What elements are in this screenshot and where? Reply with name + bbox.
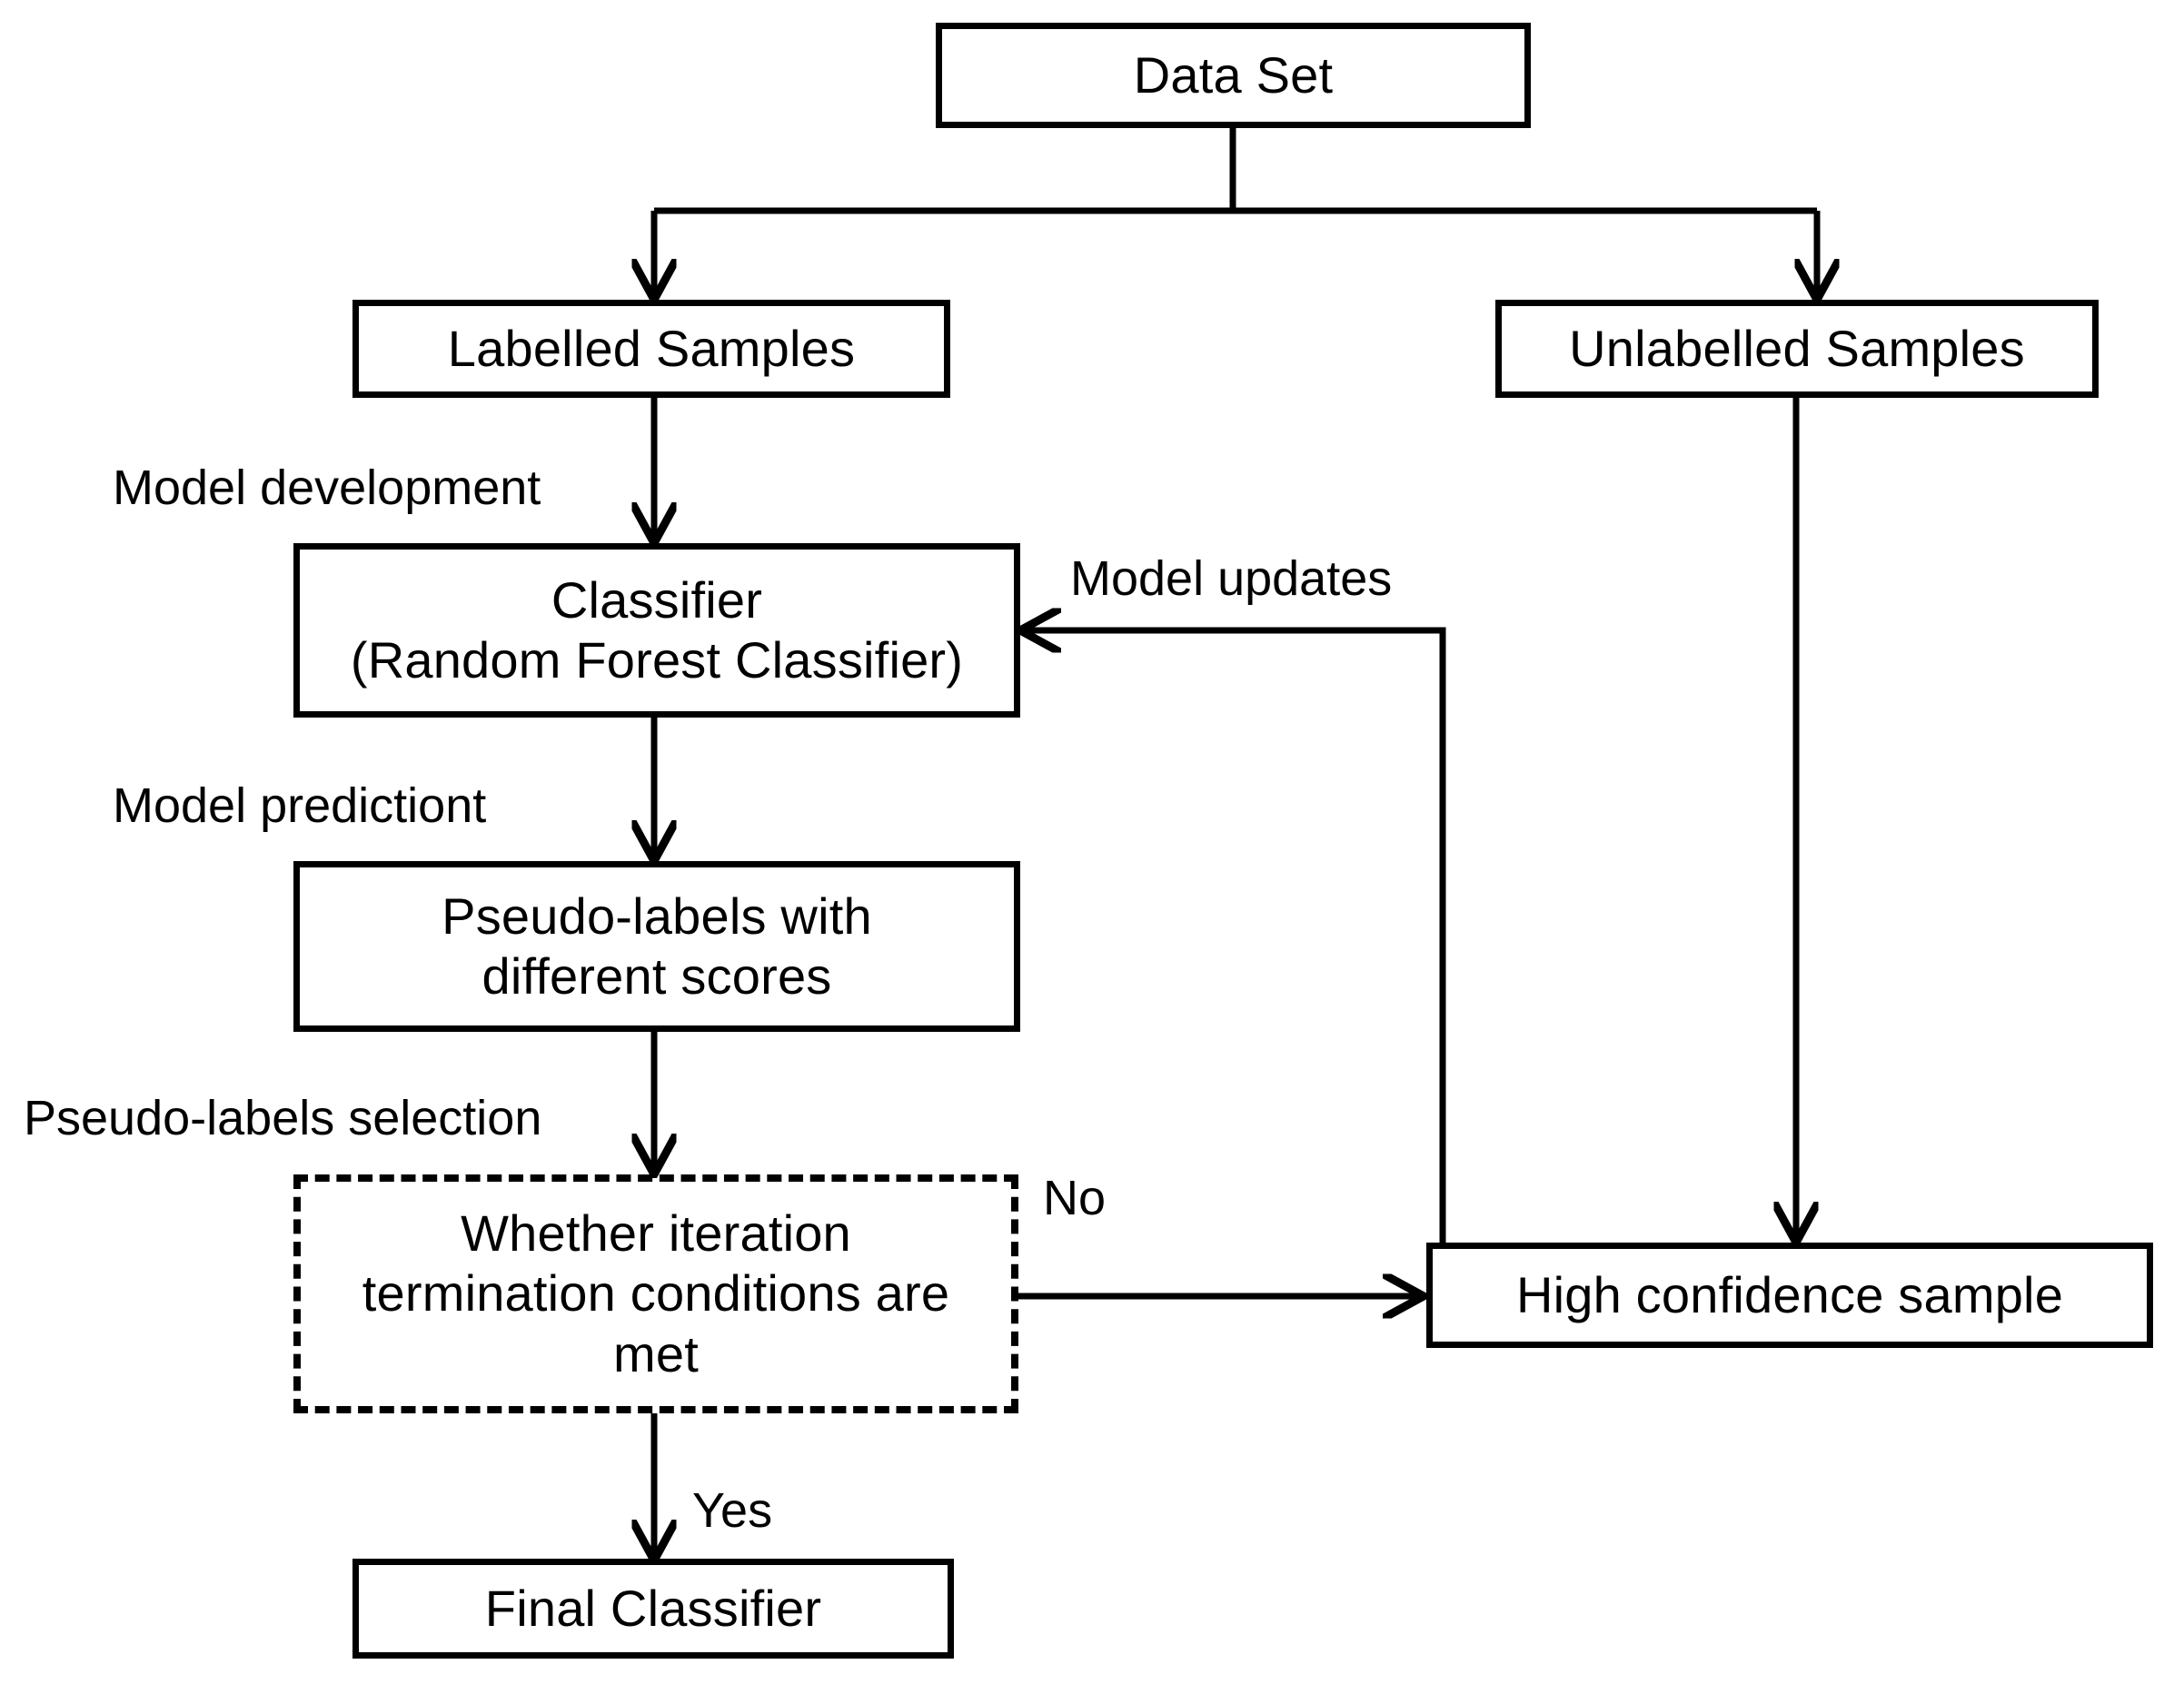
edge-label-no: No [1043,1171,1107,1225]
node-data-set-label: Data Set [1133,45,1334,104]
node-classifier-label: Classifier (Random Forest Classifier) [350,570,964,689]
node-high-confidence-sample-label: High confidence sample [1515,1265,2064,1323]
node-data-set[interactable]: Data Set [936,23,1531,128]
node-decision-termination-label: Whether iteration termination conditions… [362,1204,950,1382]
edge-label-model-development: Model development [113,461,541,515]
node-pseudo-labels-label: Pseudo-labels with different scores [442,887,872,1005]
node-classifier[interactable]: Classifier (Random Forest Classifier) [293,543,1020,718]
edge-label-model-updates: Model updates [1070,551,1393,606]
node-unlabelled-samples[interactable]: Unlabelled Samples [1495,300,2099,398]
node-final-classifier-label: Final Classifier [484,1579,822,1637]
edge-highconfidence-to-classifier [1024,630,1446,1244]
node-high-confidence-sample[interactable]: High confidence sample [1426,1243,2153,1348]
edge-label-yes: Yes [692,1483,773,1538]
edge-label-pseudo-labels-selection: Pseudo-labels selection [24,1091,542,1145]
node-labelled-samples[interactable]: Labelled Samples [352,300,950,398]
node-final-classifier[interactable]: Final Classifier [352,1559,954,1659]
node-decision-termination[interactable]: Whether iteration termination conditions… [293,1174,1018,1413]
node-labelled-samples-label: Labelled Samples [447,319,856,377]
edge-label-model-prediction: Model predictiont [113,778,487,833]
node-unlabelled-samples-label: Unlabelled Samples [1569,319,2025,377]
node-pseudo-labels[interactable]: Pseudo-labels with different scores [293,861,1020,1032]
